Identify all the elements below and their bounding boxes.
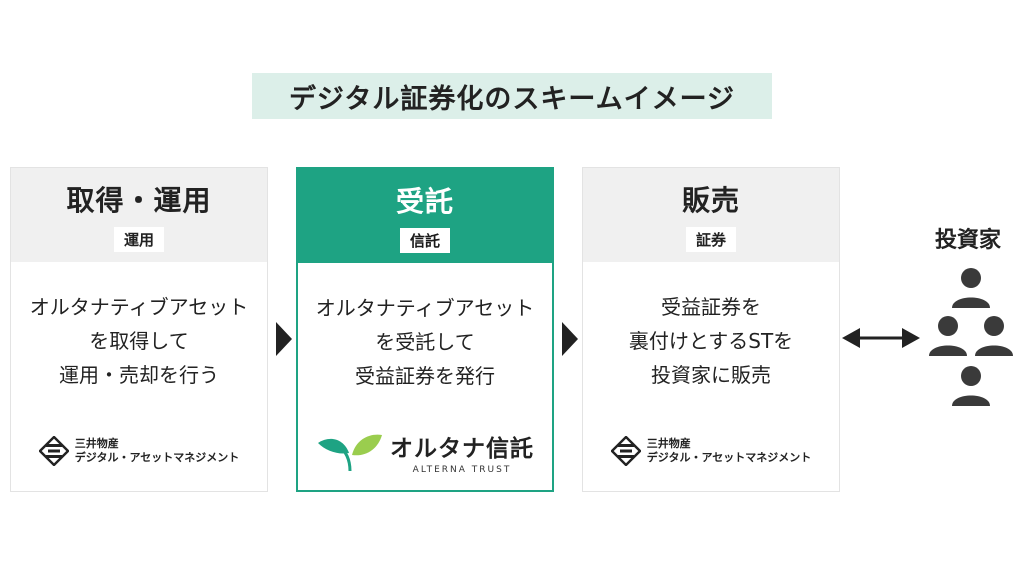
step-card-sell: 販売 証券 受益証券を 裏付けとするSTを 投資家に販売 三井物産 デジタル・ア…	[582, 167, 840, 492]
arrow-right-icon	[276, 322, 292, 356]
company-logo: 三井物産 デジタル・アセットマネジメント	[11, 426, 267, 476]
double-arrow-icon	[842, 328, 920, 348]
step-header: 取得・運用 運用	[11, 168, 267, 262]
step-tag: 運用	[113, 226, 164, 252]
page-title: デジタル証券化のスキームイメージ	[252, 73, 772, 119]
step-heading: 取得・運用	[66, 183, 212, 217]
step-heading: 受託	[395, 184, 454, 218]
step-description: オルタナティブアセット を取得して 運用・売却を行う	[29, 295, 249, 387]
alterna-leaf-icon	[318, 434, 382, 472]
company-logo: オルタナ信託 ALTERNA TRUST	[298, 427, 552, 477]
step-tag: 信託	[399, 227, 450, 253]
step-heading: 販売	[681, 183, 740, 217]
arrow-right-icon	[562, 322, 578, 356]
step-header: 販売 証券	[583, 168, 839, 262]
people-group-icon	[929, 268, 1013, 406]
step-description: オルタナティブアセット を受託して 受益証券を発行	[315, 296, 535, 388]
step-description: 受益証券を 裏付けとするSTを 投資家に販売	[628, 295, 794, 387]
step-header: 受託 信託	[298, 169, 552, 263]
mitsui-logo-icon	[610, 436, 641, 466]
step-card-trust: 受託 信託 オルタナティブアセット を受託して 受益証券を発行 オルタナ信託 A…	[296, 167, 554, 492]
step-card-acquire: 取得・運用 運用 オルタナティブアセット を取得して 運用・売却を行う 三井物産…	[10, 167, 268, 492]
investor-label: 投資家	[934, 228, 1001, 253]
company-logo: 三井物産 デジタル・アセットマネジメント	[583, 426, 839, 476]
mitsui-logo-icon	[38, 436, 69, 466]
step-tag: 証券	[685, 226, 736, 252]
